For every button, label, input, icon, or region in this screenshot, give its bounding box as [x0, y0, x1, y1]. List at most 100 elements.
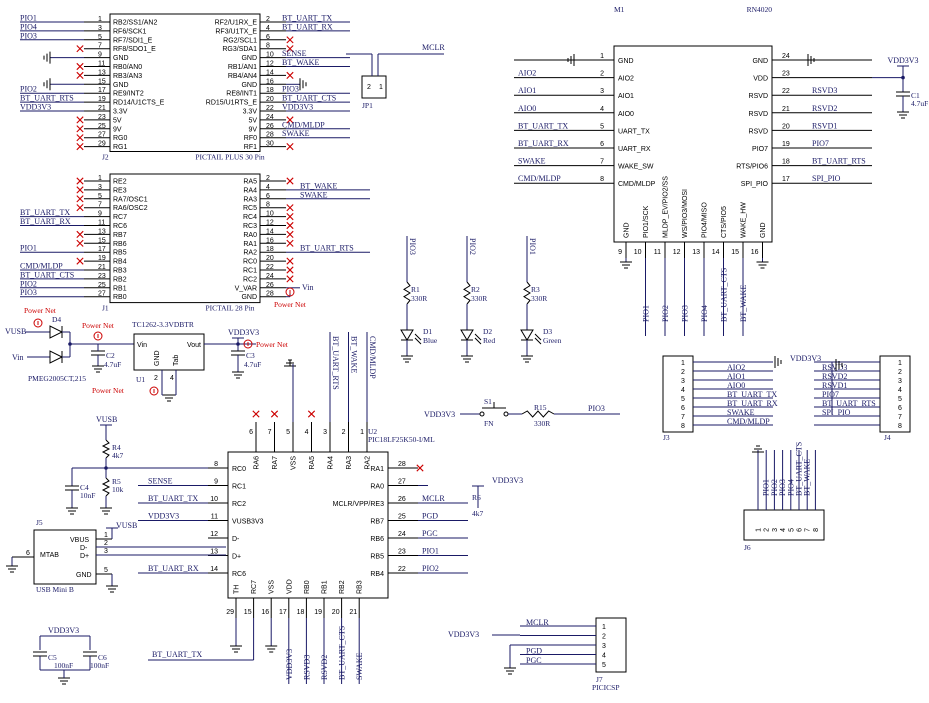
pin-name: RG1	[113, 144, 128, 151]
pin-name: RSVD	[749, 93, 768, 100]
net-label: MCLR	[422, 43, 445, 52]
part-name: PICTAIL PLUS 30 Pin	[195, 153, 265, 162]
net-label: BT_UART_TX	[518, 121, 568, 130]
pin-number: 1	[898, 360, 902, 367]
pin-number: 11	[654, 249, 661, 256]
part-value: 330R	[411, 294, 427, 303]
pin-number: 4	[780, 528, 787, 532]
pin-number: 14	[210, 566, 218, 573]
pin-number: 12	[210, 531, 218, 538]
net-label: BT_UART_TX	[727, 390, 777, 399]
pin-name: RB7	[113, 232, 127, 239]
pin-number: 24	[266, 273, 274, 280]
net-label: PIO4	[700, 305, 709, 322]
pin-name: RB4/AN4	[228, 73, 257, 80]
pin-name: RF7/SDI1_E	[113, 37, 153, 44]
net-label: BT_UART_RTS	[812, 157, 866, 166]
pin-number: 27	[98, 291, 106, 298]
pin-number: 12	[266, 220, 274, 227]
net-label: BT_WAKE	[739, 285, 748, 322]
header-j4: VDD3V312RSVD33RSVD24RSVD15PIO76BT_UART_R…	[790, 354, 911, 442]
part-name: PICICSP	[592, 683, 620, 692]
pin-number: 21	[98, 264, 106, 271]
pin-number: 6	[681, 405, 685, 412]
pin-number: 3	[772, 528, 779, 532]
pin-name: RE2	[113, 179, 127, 186]
pin-name: GND	[752, 58, 768, 65]
net-label: MCLR	[526, 618, 549, 627]
net-label: BT_UART_TX	[148, 494, 198, 503]
pin-number: 28	[266, 132, 274, 139]
supply-label: VDD3V3	[790, 354, 821, 363]
net-label: PGC	[422, 529, 438, 538]
no-connect-mark	[76, 195, 84, 203]
net-label: BT_UART_RTS	[822, 399, 876, 408]
pin-number: 5	[602, 662, 606, 669]
junction-dot	[901, 75, 905, 80]
j2-body	[109, 13, 261, 152]
no-connect-mark	[286, 275, 294, 283]
ref-designator: D2	[483, 327, 492, 336]
resistor-symbol	[101, 439, 111, 459]
net-label: PIO1	[528, 238, 537, 255]
ref-designator: J4	[884, 433, 891, 442]
net-label: BT_UART_RX	[20, 217, 71, 226]
pin-number: 4	[600, 106, 604, 113]
pin-number: 27	[398, 479, 406, 486]
pin-name: VUSB3V3	[232, 519, 264, 526]
ref-designator: C1	[911, 91, 920, 100]
pin-number: 25	[98, 282, 106, 289]
pin-name: RC7	[251, 580, 258, 594]
pin-number: 18	[782, 159, 790, 166]
pin-number: 8	[600, 176, 604, 183]
pin-number: 8	[266, 202, 270, 209]
net-label: SWAKE	[727, 408, 755, 417]
net-label: PGC	[526, 656, 542, 665]
pin-name: RC2	[232, 501, 246, 508]
pin-number: 1	[98, 16, 102, 23]
pin-number: 1	[756, 528, 763, 532]
pin-name: RB6	[370, 536, 384, 543]
pin-number: 3	[681, 378, 685, 385]
pin-name: RA0	[370, 484, 384, 491]
pin-name: GND	[113, 82, 129, 89]
pin-number: 2	[104, 540, 108, 547]
pin-number: 2	[154, 375, 158, 382]
net-label: PIO7	[812, 139, 829, 148]
pin-number: 5	[286, 429, 290, 436]
power-net-label: Power Net	[82, 321, 115, 330]
pin-number: 2	[602, 634, 606, 641]
pin-name: RF8/SDO1_E	[113, 46, 156, 53]
net-label: AIO0	[518, 104, 536, 113]
jp1-body	[361, 75, 387, 99]
pin-number: 5	[788, 528, 795, 532]
net-label: RSVD2	[812, 104, 837, 113]
pin-number: 19	[782, 141, 790, 148]
pin-number: 6	[26, 550, 30, 557]
net-label: CMD/MLDP	[727, 417, 770, 426]
power-net-flag-icon	[149, 386, 159, 396]
pin-name: RF0	[244, 135, 257, 142]
no-connect-mark	[76, 62, 84, 71]
net-label: Vin	[12, 353, 24, 362]
no-connect-mark	[286, 221, 294, 230]
net-label: AIO2	[727, 363, 745, 372]
ref-designator: S1	[484, 397, 492, 406]
part-value: 4.7uF	[244, 360, 261, 369]
pin-number: 15	[98, 78, 106, 85]
pin-number: 19	[98, 255, 106, 262]
pin-number: 9	[98, 211, 102, 218]
pin-name: RD14/U1CTS_E	[113, 100, 165, 107]
pin-number: 16	[266, 78, 274, 85]
no-connect-mark	[286, 213, 294, 221]
pin-number: 1	[379, 84, 383, 91]
pin-name: V_VAR	[235, 285, 257, 292]
no-connect-mark	[286, 116, 294, 124]
pin-number: 17	[98, 246, 106, 253]
pin-name: GND	[241, 294, 257, 301]
no-connect-mark	[76, 71, 84, 79]
pin-name: RA5	[243, 179, 257, 186]
net-label: AIO2	[518, 69, 536, 78]
